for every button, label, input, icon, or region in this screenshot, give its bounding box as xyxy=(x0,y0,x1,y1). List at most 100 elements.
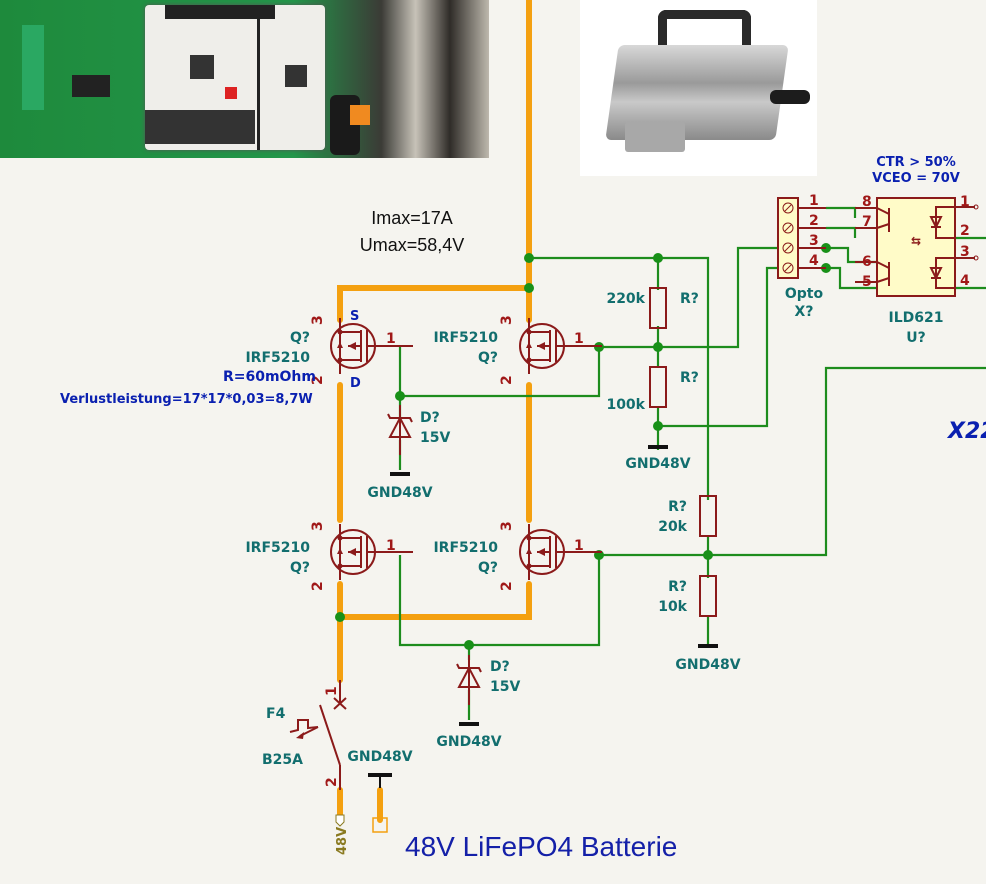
charger-photo xyxy=(580,0,817,176)
ground-label: GND48V xyxy=(675,657,740,673)
zener-diode-d2[interactable]: D? 15V xyxy=(456,655,520,705)
mosfet-value: IRF5210 xyxy=(245,540,310,556)
diode-ref: D? xyxy=(420,410,440,426)
pin-number: 3 xyxy=(310,315,326,325)
pin-number: 2 xyxy=(960,223,970,239)
resistor-20k[interactable]: R? 20k xyxy=(658,495,717,537)
pin-number: 1 xyxy=(809,193,819,209)
circuit-breaker-f4[interactable]: 1 2 F4 B25A xyxy=(262,680,347,790)
resistor-value: 10k xyxy=(658,599,687,615)
resistor-ref: R? xyxy=(668,499,687,515)
junction xyxy=(653,421,663,431)
junction xyxy=(703,550,713,560)
connector-value: Opto xyxy=(785,286,824,302)
fuse-value: B25A xyxy=(262,752,303,768)
ground-label: GND48V xyxy=(436,734,501,750)
battery-terminal-minus[interactable] xyxy=(372,817,388,833)
resistor-ref: R? xyxy=(680,291,699,307)
mosfet-q3[interactable]: 3 2 1 IRF5210 Q? xyxy=(245,521,414,591)
resistor-ref: R? xyxy=(668,579,687,595)
wires xyxy=(350,105,370,125)
pin-number: 4 xyxy=(960,273,970,289)
ic-chip xyxy=(72,75,110,97)
mosfet-q2[interactable]: 3 2 1 IRF5210 Q? xyxy=(433,315,603,385)
pin-number: 3 xyxy=(960,244,970,260)
pin-number: 5 xyxy=(862,274,872,290)
pin-number: 2 xyxy=(809,213,819,229)
mosfet-ref: Q? xyxy=(478,350,498,366)
pin-number: 1 xyxy=(960,194,970,210)
resistor-10k[interactable]: R? 10k xyxy=(658,575,717,617)
pin-number: 2 xyxy=(310,375,326,385)
charger-cable xyxy=(770,90,810,104)
junction xyxy=(653,253,663,263)
connector-ref: X? xyxy=(795,304,814,320)
resistor-value: 100k xyxy=(606,397,645,413)
led-icon xyxy=(929,206,955,289)
diode-value: 15V xyxy=(420,430,450,446)
mosfet-q4[interactable]: 3 2 1 IRF5210 Q? xyxy=(433,521,603,591)
mosfet-ref: Q? xyxy=(290,560,310,576)
board-photo xyxy=(0,0,489,158)
imax-note: Imax=17A xyxy=(371,208,453,228)
junction xyxy=(524,253,534,263)
x22-label: X22 xyxy=(946,419,986,444)
resistor-value: 20k xyxy=(658,519,687,535)
pin-number: 2 xyxy=(499,375,515,385)
mosfet-value: IRF5210 xyxy=(433,330,498,346)
zener-diode-d1[interactable]: D? 15V xyxy=(387,405,450,455)
diode-value: 15V xyxy=(490,679,520,695)
ground-symbol: GND48V xyxy=(436,722,502,750)
pin-number: 3 xyxy=(499,521,515,531)
mosfet-q1[interactable]: 3 2 1 S D Q? IRF5210 R=60mOhm xyxy=(223,309,414,391)
optocoupler-ild621[interactable]: CTR > 50% VCEO = 70V ⇆ 8 7 6 xyxy=(855,155,979,346)
terminal-block xyxy=(22,25,44,110)
resistor-ref: R? xyxy=(680,370,699,386)
resistor-value: 220k xyxy=(606,291,645,307)
ground-label: GND48V xyxy=(347,749,412,765)
battery-title: 48V LiFePO4 Batterie xyxy=(405,831,677,862)
pin-number: 3 xyxy=(310,521,326,531)
drain-label: D xyxy=(350,376,361,391)
umax-note: Umax=58,4V xyxy=(360,235,465,255)
ground-symbol: GND48V xyxy=(347,749,413,788)
ground-label: GND48V xyxy=(625,456,690,472)
opto-value: ILD621 xyxy=(889,310,944,326)
battery-net-label: 48V xyxy=(335,827,350,855)
resistor-100k[interactable]: 100k R? xyxy=(606,366,699,413)
pin-number: 1 xyxy=(324,686,340,696)
ground-symbol: GND48V xyxy=(625,445,691,472)
junctions xyxy=(335,243,831,650)
junction xyxy=(395,391,405,401)
ctr-note: CTR > 50% xyxy=(876,155,955,170)
battery-terminal-plus[interactable]: 48V xyxy=(335,814,350,855)
pin-number: 1 xyxy=(386,538,396,554)
ground-symbol: GND48V xyxy=(367,472,433,501)
opto-connector[interactable]: 1 2 3 4 Opto X? xyxy=(777,193,826,320)
pin-number: 8 xyxy=(862,194,872,210)
diode-ref: D? xyxy=(490,659,510,675)
fuse-ref: F4 xyxy=(266,706,286,722)
power-loss-note: Verlustleistung=17*17*0,03=8,7W xyxy=(60,392,313,407)
charger-handle xyxy=(658,10,751,54)
pin-number: 2 xyxy=(499,581,515,591)
pin-number: 1 xyxy=(574,538,584,554)
pin-number: 2 xyxy=(324,777,340,787)
junction xyxy=(524,283,534,293)
mosfet-ref: Q? xyxy=(478,560,498,576)
phototransistor-icon xyxy=(876,207,890,286)
pin-number: 7 xyxy=(862,214,872,230)
pin-number: 1 xyxy=(386,331,396,347)
pin-number: 1 xyxy=(574,331,584,347)
mosfet-value: IRF5210 xyxy=(433,540,498,556)
junction xyxy=(464,640,474,650)
resistor-220k[interactable]: 220k R? xyxy=(606,287,699,329)
screw-terminal-icon xyxy=(782,202,794,274)
junction xyxy=(653,342,663,352)
mosfet-value: IRF5210 xyxy=(245,350,310,366)
nucleo-board xyxy=(145,5,325,150)
power-bus xyxy=(337,0,532,823)
mosfet-ref: Q? xyxy=(290,330,310,346)
opto-ref: U? xyxy=(906,330,926,346)
